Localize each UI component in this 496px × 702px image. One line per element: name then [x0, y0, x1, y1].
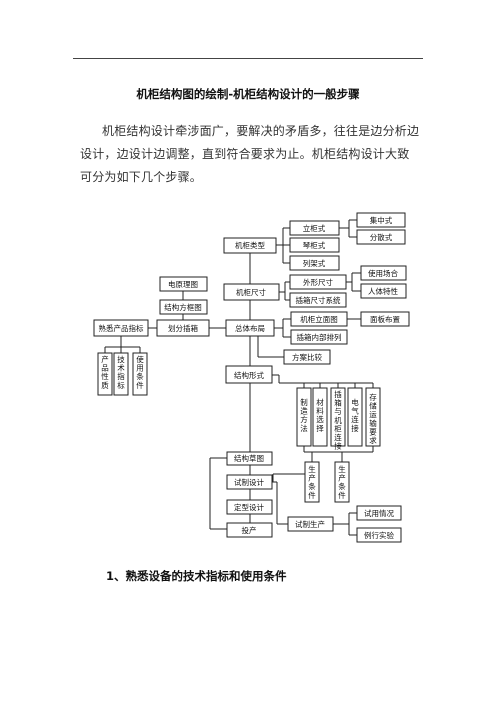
node-chaxiangneibu: 插箱内部排列 — [290, 329, 348, 345]
node-jizhongshi: 集中式 — [356, 212, 406, 228]
node-label: 插箱尺寸系统 — [296, 295, 341, 305]
node-label: 插箱与机柜连接 — [334, 389, 342, 451]
node-label: 总体布局 — [235, 323, 265, 333]
node-jishuzhibiao: 技术指标 — [113, 352, 129, 396]
node-shiyongchanghe: 使用场合 — [360, 265, 407, 281]
node-label: 集中式 — [370, 215, 393, 225]
node-chanpinxingzhi: 产品性质 — [97, 352, 113, 396]
node-label: 存储运输要求 — [369, 392, 377, 445]
node-label: 产品性质 — [101, 354, 109, 390]
node-shuxichanpin: 熟悉产品指标 — [93, 319, 149, 337]
node-label: 方案比较 — [292, 352, 322, 362]
node-shengchantiaojian2: 生产条件 — [334, 461, 350, 503]
node-label: 投产 — [242, 525, 257, 535]
node-dianyuanlitu: 电原理图 — [159, 276, 208, 292]
node-fensanshi: 分散式 — [356, 229, 406, 245]
section-heading: 1、熟悉设备的技术指标和使用条件 — [106, 569, 287, 583]
node-dingxingsheji: 定型设计 — [226, 499, 273, 515]
node-lixingshiyan: 例行实验 — [356, 527, 402, 543]
node-label: 试用情况 — [364, 508, 394, 518]
node-label: 电气连接 — [351, 397, 359, 433]
node-label: 结构草图 — [234, 453, 264, 463]
node-ligui: 立柜式 — [289, 220, 340, 236]
node-shiyongtiaojian: 使用条件 — [132, 352, 148, 396]
node-jiegouxingshi: 结构形式 — [225, 365, 273, 384]
node-cunchu: 存储运输要求 — [365, 387, 381, 447]
node-label: 制造方法 — [300, 397, 308, 433]
node-label: 面板布置 — [370, 314, 400, 324]
node-chaxiangyujigui: 插箱与机柜连接 — [330, 387, 346, 451]
node-label: 分散式 — [370, 232, 393, 242]
node-label: 结构方框图 — [164, 302, 202, 312]
node-cailiaoxuanze: 材料选择 — [312, 387, 328, 447]
node-label: 外形尺寸 — [303, 277, 333, 287]
node-label: 定型设计 — [234, 502, 264, 512]
node-zhizaofangfa: 制造方法 — [296, 387, 312, 447]
node-zongtibuju: 总体布局 — [225, 319, 275, 337]
node-label: 立柜式 — [303, 223, 326, 233]
node-label: 试制设计 — [234, 477, 264, 487]
node-label: 琴柜式 — [303, 240, 326, 250]
node-label: 试制生产 — [295, 519, 325, 529]
node-label: 机柜立面图 — [300, 314, 338, 324]
node-jiegoucaotu: 结构草图 — [226, 451, 273, 466]
node-jiegoufangkuang: 结构方框图 — [159, 299, 208, 315]
node-jiguileixing: 机柜类型 — [223, 237, 277, 254]
node-label: 生产条件 — [308, 464, 316, 500]
node-shizhishengchan: 试制生产 — [287, 516, 334, 532]
node-label: 电原理图 — [168, 279, 198, 289]
node-label: 划分插箱 — [168, 323, 198, 333]
node-liejiashi: 列架式 — [289, 255, 340, 271]
node-label: 机柜类型 — [235, 240, 265, 250]
node-label: 使用条件 — [136, 354, 144, 390]
node-fanganbijiao: 方案比较 — [283, 349, 331, 365]
page-title: 机柜结构图的绘制-机柜结构设计的一般步骤 — [136, 87, 360, 101]
node-label: 列架式 — [303, 258, 326, 268]
node-shizhisheji: 试制设计 — [226, 474, 273, 490]
node-huafenchaxiang: 划分插箱 — [156, 319, 210, 337]
node-label: 熟悉产品指标 — [99, 323, 144, 333]
node-label: 例行实验 — [364, 530, 394, 540]
node-label: 插箱内部排列 — [297, 332, 342, 342]
node-label: 材料选择 — [316, 397, 324, 433]
node-label: 机柜尺寸 — [236, 287, 266, 297]
node-jiguilimian: 机柜立面图 — [290, 311, 348, 327]
header-rule — [73, 58, 423, 59]
node-touchan: 投产 — [226, 522, 273, 538]
node-shiyongqingkuang: 试用情况 — [356, 505, 402, 521]
node-qinguishi: 琴柜式 — [289, 237, 340, 253]
node-label: 结构形式 — [234, 370, 264, 380]
node-jiguichicun: 机柜尺寸 — [223, 283, 280, 301]
node-waixingchicun: 外形尺寸 — [289, 274, 347, 290]
node-chaxiangchicun: 插箱尺寸系统 — [289, 292, 347, 308]
node-label: 生产条件 — [338, 464, 346, 500]
intro-paragraph: 机柜结构设计牵涉面广，要解决的矛盾多，往往是边分析边设计，边设计边调整，直到符合… — [80, 124, 420, 184]
node-rentitexing: 人体特性 — [360, 283, 407, 299]
node-shengchantiaojian1: 生产条件 — [304, 461, 320, 503]
node-label: 使用场合 — [368, 268, 398, 278]
node-label: 人体特性 — [368, 286, 398, 296]
node-mianbanbuzhi: 面板布置 — [360, 311, 410, 327]
node-label: 技术指标 — [117, 354, 125, 390]
node-dianqilianjie: 电气连接 — [347, 387, 363, 447]
